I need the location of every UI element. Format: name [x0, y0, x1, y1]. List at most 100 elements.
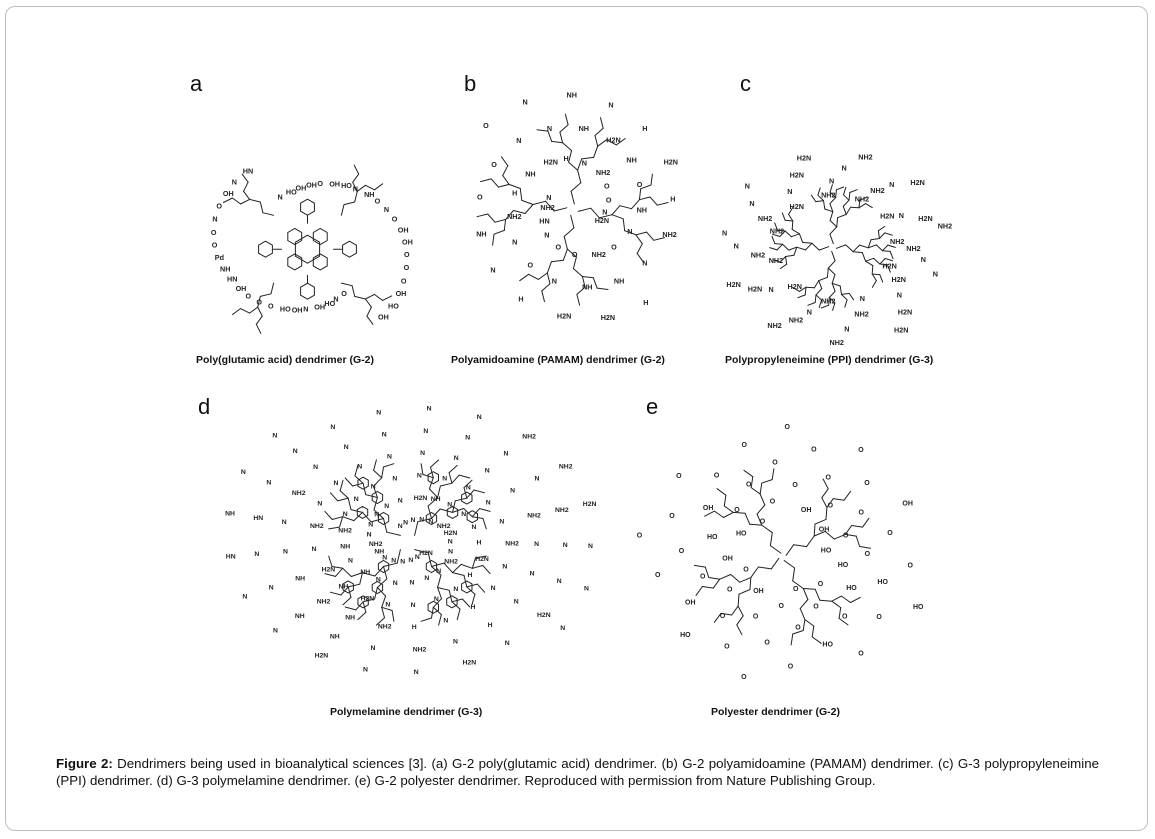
atom-label: N — [414, 669, 419, 676]
atom-label: O — [216, 202, 222, 211]
atom-label: N — [283, 548, 288, 555]
atom-label: H2N — [463, 660, 477, 667]
atom-label: H — [471, 604, 476, 611]
atom-label: O — [392, 215, 398, 224]
atom-label: HO — [846, 585, 857, 592]
atom-label: N — [293, 448, 298, 455]
atom-label: H2N — [797, 154, 811, 163]
atom-label: O — [753, 613, 759, 620]
atom-label: N — [411, 517, 416, 524]
atom-label: N — [417, 473, 422, 480]
atom-label: H — [412, 624, 417, 631]
atom-label: H2N — [918, 214, 932, 223]
atom-label: N — [921, 255, 926, 264]
atom-label: OH — [801, 507, 812, 514]
atom-label: NH — [637, 205, 647, 214]
figure-caption-text: Dendrimers being used in bioanalytical s… — [56, 756, 1099, 788]
atom-label: H2N — [475, 556, 489, 563]
atom-label: N — [563, 542, 568, 549]
atom-label: O — [793, 586, 799, 593]
atom-label: N — [410, 579, 415, 586]
atom-label: NH2 — [317, 598, 331, 605]
atom-label: O — [679, 548, 685, 555]
atom-label: N — [368, 521, 373, 528]
atom-label: HO — [341, 181, 352, 190]
atom-label: NH2 — [338, 527, 352, 534]
atom-label: N — [403, 519, 408, 526]
atom-label: NH — [220, 264, 230, 273]
atom-label: N — [448, 549, 453, 556]
atom-label: O — [813, 603, 819, 610]
atom-label: O — [788, 664, 794, 671]
atom-label: NH2 — [858, 153, 872, 162]
atom-label: N — [427, 406, 432, 413]
atom-label: NH — [431, 496, 441, 503]
atom-label: HN — [539, 217, 549, 226]
atom-label: H2N — [444, 530, 458, 537]
atom-label: H2N — [910, 178, 924, 187]
atom-label: N — [376, 409, 381, 416]
atom-label: N — [769, 285, 774, 294]
atom-label: OH — [296, 183, 307, 192]
atom-label: N — [530, 571, 535, 578]
atom-label: N — [627, 227, 632, 236]
atom-label: N — [419, 517, 424, 524]
atom-label: N — [535, 475, 540, 482]
atom-label: N — [242, 594, 247, 601]
atom-label: NH2 — [592, 250, 606, 259]
atom-label: O — [404, 250, 410, 259]
atom-label: N — [734, 241, 739, 250]
atom-label: H2N — [894, 326, 908, 335]
atom-label: O — [246, 291, 252, 300]
atom-label: O — [865, 551, 871, 558]
atom-label: HO — [286, 188, 297, 197]
atom-label: NH2 — [540, 203, 554, 212]
atom-label: N — [272, 432, 277, 439]
atom-label: O — [606, 196, 612, 205]
atom-label: N — [465, 435, 470, 442]
atom-label: H2N — [880, 212, 894, 221]
atom-label: N — [212, 215, 217, 224]
atom-label: N — [400, 558, 405, 565]
atom-label: N — [749, 199, 754, 208]
atom-label: H2N — [790, 202, 804, 211]
atom-label: N — [552, 277, 557, 286]
atom-label: N — [453, 586, 458, 593]
atom-label: O — [714, 472, 720, 479]
atom-label: HO — [324, 299, 335, 308]
atom-label: NH — [360, 569, 370, 576]
atom-label: OH — [685, 600, 696, 607]
atom-label: N — [241, 469, 246, 476]
atom-label: OH — [402, 238, 413, 247]
atom-label: H2N — [322, 567, 336, 574]
atom-label: H2N — [583, 501, 597, 508]
atom-label: N — [411, 602, 416, 609]
atom-label: N — [391, 558, 396, 565]
atom-label: HN — [243, 167, 253, 176]
atom-label: N — [382, 431, 387, 438]
panel-caption-c: Polypropyleneimine (PPI) dendrimer (G-3) — [725, 354, 934, 366]
atom-label: O — [401, 276, 407, 285]
atom-label: N — [485, 468, 490, 475]
atom-label: NH2 — [855, 194, 869, 203]
atom-label: N — [371, 645, 376, 652]
atom-label: O — [764, 640, 770, 647]
atom-label: N — [424, 575, 429, 582]
atom-label: O — [483, 121, 489, 130]
atom-label: N — [933, 269, 938, 278]
atom-label: H — [643, 298, 648, 307]
atom-label: O — [887, 530, 893, 537]
atom-label: H2N — [537, 612, 551, 619]
atom-label: N — [317, 500, 322, 507]
atom-label: N — [393, 580, 398, 587]
atom-label: O — [637, 532, 643, 539]
atom-label: OH — [306, 181, 317, 190]
atom-label: OH — [292, 305, 303, 314]
atom-label: NH2 — [292, 490, 306, 497]
atom-label: N — [722, 228, 727, 237]
atom-label: Pd — [215, 253, 224, 262]
atom-label: HO — [680, 632, 691, 639]
atom-label: N — [448, 539, 453, 546]
atom-label: NH2 — [821, 191, 835, 200]
